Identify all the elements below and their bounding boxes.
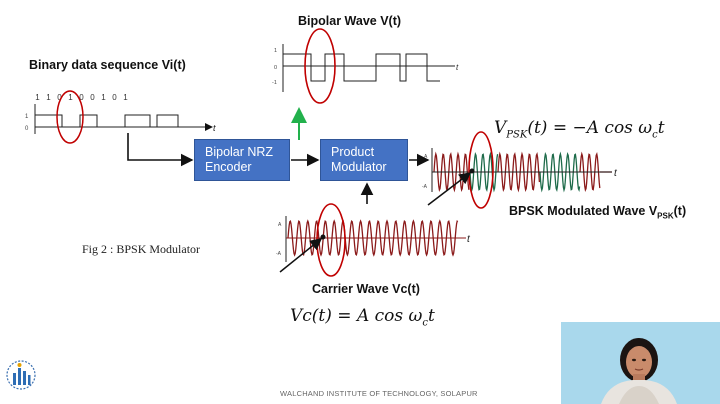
figure-caption: Fig 2 : BPSK Modulator bbox=[82, 242, 201, 256]
vpsk-equation: VPSK(t) = −A cos ωct bbox=[494, 118, 665, 141]
carrier-phase-dot bbox=[320, 234, 326, 240]
binary-t-label: t bbox=[213, 123, 216, 133]
binary-axis-1: 1 bbox=[25, 114, 29, 120]
bpsk-axis-negA: -A bbox=[422, 184, 428, 190]
carrier-wave-path bbox=[287, 219, 459, 257]
bpsk-phase-pointer bbox=[427, 172, 472, 206]
wit-logo-icon bbox=[5, 356, 37, 394]
bit: 1 bbox=[101, 93, 106, 102]
arrow-binary-to-encoder bbox=[127, 133, 194, 167]
vc-equation: Vc(t) = A cos ωct bbox=[290, 306, 435, 329]
bipolar-t-label: t bbox=[456, 63, 459, 72]
carrier-t-label: t bbox=[467, 234, 471, 245]
bit: 1 bbox=[46, 93, 51, 102]
bit: 0 bbox=[57, 93, 62, 102]
bipolar-nrz-encoder-block: Bipolar NRZ Encoder bbox=[194, 139, 290, 181]
bipolar-axis-0: 0 bbox=[274, 65, 277, 71]
carrier-phase-pointer bbox=[279, 238, 323, 273]
bpsk-wave-segment bbox=[539, 151, 581, 193]
presenter-webcam bbox=[561, 322, 720, 404]
bpsk-phase-dot bbox=[469, 168, 475, 174]
bpsk-axis-A: A bbox=[424, 154, 428, 160]
binary-sequence-title: Binary data sequence Vi(t) bbox=[29, 58, 186, 72]
bit: 0 bbox=[112, 93, 117, 102]
bipolar-highlight-circle bbox=[304, 28, 336, 104]
binary-highlight-circle bbox=[56, 90, 84, 144]
bit: 1 bbox=[68, 93, 73, 102]
bit: 0 bbox=[90, 93, 95, 102]
bpsk-t-label: t bbox=[614, 168, 618, 179]
bipolar-axis-1: 1 bbox=[274, 48, 277, 54]
product-modulator-block: Product Modulator bbox=[320, 139, 408, 181]
bpsk-highlight-circle bbox=[468, 131, 494, 209]
carrier-axis-negA: -A bbox=[276, 251, 282, 257]
binary-waveform bbox=[34, 104, 213, 134]
bipolar-waveform bbox=[282, 44, 455, 92]
bit: 1 bbox=[123, 93, 128, 102]
bit: 0 bbox=[79, 93, 84, 102]
carrier-waveform bbox=[287, 219, 459, 257]
bpsk-wave-segment bbox=[579, 151, 601, 192]
bit: 1 bbox=[35, 93, 40, 102]
bipolar-wave-title: Bipolar Wave V(t) bbox=[298, 14, 402, 28]
carrier-wave-title: Carrier Wave Vc(t) bbox=[312, 282, 420, 296]
bipolar-axis-neg1: -1 bbox=[272, 80, 277, 86]
bpsk-wave-title: BPSK Modulated Wave VPSK(t) bbox=[509, 204, 687, 221]
carrier-axis-A: A bbox=[278, 222, 282, 228]
footer-institution: WALCHAND INSTITUTE OF TECHNOLOGY, SOLAPU… bbox=[280, 389, 478, 398]
binary-axis-0: 0 bbox=[25, 126, 29, 132]
bpsk-wave-segment bbox=[497, 151, 541, 193]
